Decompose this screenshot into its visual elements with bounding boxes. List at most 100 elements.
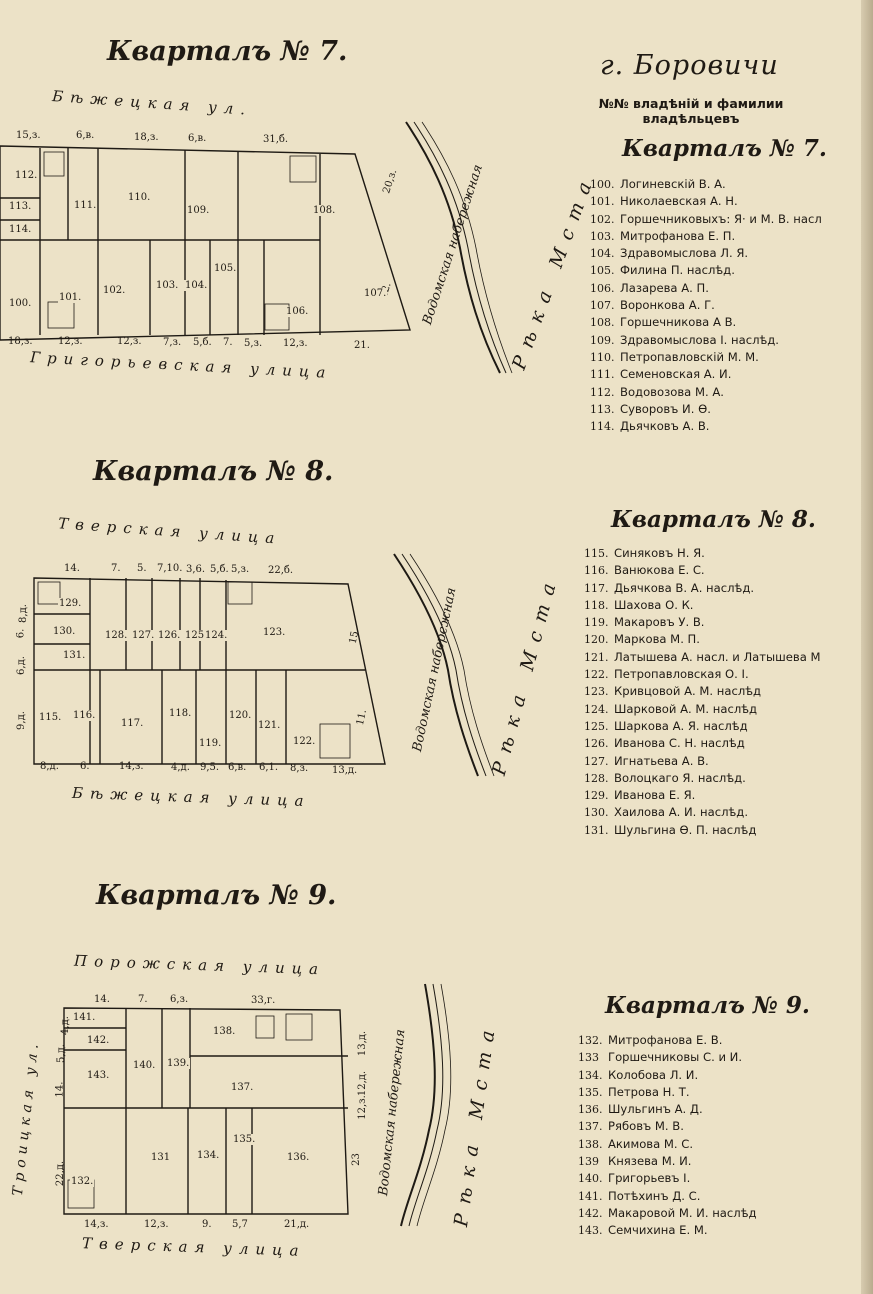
block-8-plot-label: 120. xyxy=(228,710,253,721)
block-8-frontage-top: 5,з. xyxy=(231,564,250,575)
owner-name: Князева М. И. xyxy=(608,1154,692,1169)
block-7-plot-label: 111. xyxy=(73,200,98,211)
owner-number: 115. xyxy=(584,547,609,560)
owner-number: 135. xyxy=(578,1085,603,1099)
owner-name: Горшечниковыхъ: Я· и М. В. насл xyxy=(620,211,822,226)
block-7-frontage-top: 6,в. xyxy=(76,130,95,141)
block-9-street-bottom: Тверская улица xyxy=(81,1234,306,1260)
block-9-side-number: 12,з. xyxy=(356,1095,368,1120)
owner-name: Потѣхинъ Д. С. xyxy=(608,1188,701,1203)
owner-number: 129. xyxy=(584,789,609,803)
owner-entry: 110.Петропавловскій М. М. xyxy=(590,349,822,366)
owner-name: Иванова Е. Я. xyxy=(614,788,696,803)
city-title: г. Боровичи xyxy=(600,50,779,81)
owner-name: Филина П. наслѣд. xyxy=(620,263,735,278)
owner-number: 122. xyxy=(584,668,609,682)
owner-entry: 129. Иванова Е. Я. xyxy=(584,787,821,804)
owner-number: 111. xyxy=(590,368,615,382)
block-9-side-number: 13,д. xyxy=(357,1030,369,1057)
owner-name: Лазарева А. П. xyxy=(620,280,709,295)
owner-name: Синяковъ Н. Я. xyxy=(614,546,705,560)
owner-number: 112. xyxy=(590,385,615,399)
owner-entry: 115. Синяковъ Н. Я. xyxy=(584,545,821,562)
owner-entry: 111.Семеновская А. И. xyxy=(590,366,822,383)
owner-name: Ванюкова Е. С. xyxy=(614,563,705,578)
block-8-frontage-top: 3,6. xyxy=(186,564,206,575)
owner-entry: 123.Кривцовой А. М. наслѣд xyxy=(584,683,821,700)
owner-number: 105. xyxy=(590,264,615,278)
owner-entry: 122.Петропавловская О. І. xyxy=(584,666,821,683)
block-7-plot-label: 108. xyxy=(312,205,337,216)
owner-name: Петрова Н. Т. xyxy=(608,1084,690,1099)
block-9-street-top: Порожская улица xyxy=(73,951,326,979)
block-8-plot-label: 122. xyxy=(292,736,317,747)
block-8-plot-label: 129. xyxy=(58,598,83,609)
block-7-plot-label: 110. xyxy=(127,192,152,203)
owner-number: 136. xyxy=(578,1103,603,1117)
owner-entry: 114.Дьячковъ А. В. xyxy=(590,418,822,435)
block-9-river xyxy=(400,983,452,1227)
block-8-side-number: 6,д. xyxy=(15,656,27,675)
block-7-list-title: Кварталъ № 7. xyxy=(622,135,827,162)
block-8-frontage-top: 5,б. xyxy=(210,564,229,575)
owner-name: Суворовъ И. Ѳ. xyxy=(620,401,711,416)
block-9-plot-label: 138. xyxy=(212,1026,237,1037)
owner-entry: 138.Акимова М. С. xyxy=(578,1136,757,1153)
owner-number: 137. xyxy=(578,1120,603,1134)
owner-entry: 126.Иванова С. Н. наслѣд xyxy=(584,735,821,752)
block-7-river-label: Рѣка Мста xyxy=(508,169,600,373)
owner-name: Воронкова А. Г. xyxy=(620,298,715,313)
block-7-plot-label: 103. xyxy=(155,280,180,291)
block-9-side-number: 12,д. xyxy=(357,1070,369,1097)
block-7-frontage-bottom: 12,з. xyxy=(58,336,83,347)
block-8-frontage-top: 7. xyxy=(111,563,121,574)
owner-number: 102. xyxy=(590,212,615,226)
block-8-plot-label: 131. xyxy=(62,650,87,661)
owner-number: 124. xyxy=(584,702,609,716)
owner-entry: 105. Филина П. наслѣд. xyxy=(590,262,822,279)
block-7-plot-label: 101. xyxy=(58,292,83,303)
block-7-street-top: Бѣжецкая ул. xyxy=(51,87,253,119)
block-8-plot-label: 126. xyxy=(157,630,182,641)
block-8-plot-label: 125. xyxy=(184,630,209,641)
block-7-plot-label: 109. xyxy=(186,205,211,216)
block-7-owner-list: 100.Логиневскій В. А. 101.Николаевская А… xyxy=(590,176,822,435)
owner-name: Горшечникова А В. xyxy=(620,315,737,330)
block-9-plot-label: 135. xyxy=(232,1134,257,1145)
owner-number: 133 xyxy=(578,1051,599,1065)
owner-number: 103. xyxy=(590,229,615,243)
owner-name: Игнатьева А. В. xyxy=(614,753,709,768)
owner-number: 138. xyxy=(578,1137,603,1151)
block-9-plot-label: 131 xyxy=(150,1152,172,1163)
owner-number: 125. xyxy=(584,719,609,733)
block-8-side-number: 9,д. xyxy=(15,711,27,730)
owner-number: 101. xyxy=(590,195,615,209)
owner-number: 134. xyxy=(578,1068,603,1082)
owner-entry: 134.Колобова Л. И. xyxy=(578,1067,757,1084)
owner-name: Водовозова М. А. xyxy=(620,384,724,399)
block-7-frontage-bottom: 12,з. xyxy=(283,338,308,349)
block-7-plot-label: 105. xyxy=(213,263,238,274)
owner-name: Шаркова А. Я. наслѣд xyxy=(614,718,748,733)
block-8-street-top: Тверская улица xyxy=(57,514,282,548)
owner-entry: 135. Петрова Н. Т. xyxy=(578,1084,757,1101)
owner-number: 121. xyxy=(584,650,609,664)
block-7-map xyxy=(0,145,411,341)
owner-entry: 140.Григорьевъ І. xyxy=(578,1170,757,1187)
block-7-frontage-bottom: 5,з. xyxy=(244,338,263,349)
block-9-plot-label: 132. xyxy=(70,1176,95,1187)
owner-name: Петропавловскій М. М. xyxy=(620,349,759,364)
block-7-frontage-top: 15,з. xyxy=(16,130,41,141)
block-8-frontage-bottom: 4,д. xyxy=(171,762,190,773)
block-8-frontage-bottom: 8,д. xyxy=(40,761,59,772)
owner-number: 119. xyxy=(584,616,609,630)
block-7-frontage-bottom: 7,з. xyxy=(163,337,182,348)
block-9-side-number: 23 xyxy=(350,1153,362,1166)
owner-number: 131. xyxy=(584,823,609,837)
owner-entry: 102. Горшечниковыхъ: Я· и М. В. насл xyxy=(590,211,822,228)
block-9-plot-label: 136. xyxy=(286,1152,311,1163)
block-7-plot-label: 107. xyxy=(363,288,388,299)
block-9-frontage-bottom: 9. xyxy=(202,1219,212,1230)
owner-name: Иванова С. Н. наслѣд xyxy=(614,736,745,751)
